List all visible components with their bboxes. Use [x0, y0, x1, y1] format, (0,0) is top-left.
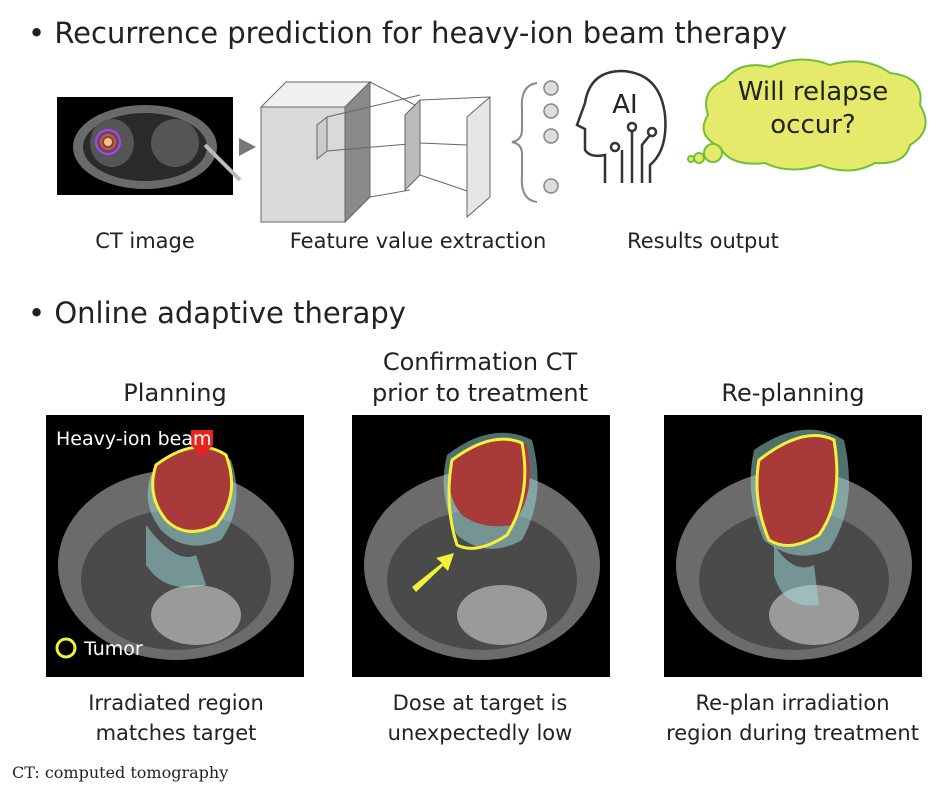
caption-line1: Dose at target is [392, 691, 568, 715]
feature-extraction-cube [259, 80, 491, 224]
arrow-right-icon [239, 138, 256, 156]
caption-line2: region during treatment [666, 721, 919, 745]
ct-panel-replanning [664, 415, 922, 677]
ai-head-icon [575, 69, 667, 183]
beam-arrow-icon [191, 430, 213, 457]
bubble-text-line1: Will relapse [738, 77, 888, 107]
output-nodes [543, 80, 559, 194]
footnote: CT: computed tomography [12, 763, 229, 782]
caption-line1: Re-plan irradiation [695, 691, 890, 715]
label-results-output: Results output [627, 229, 779, 253]
ct-thumbnail-image [57, 97, 242, 195]
ai-label: AI [612, 90, 637, 120]
label-ct-image: CT image [95, 229, 195, 253]
panel-header-confirmation: Confirmation CT prior to treatment [330, 347, 630, 409]
tumor-legend-icon [55, 637, 77, 659]
bubble-text-line2: occur? [770, 110, 855, 140]
caption-line2: matches target [95, 721, 257, 745]
header-line1: Confirmation CT [382, 348, 578, 376]
tumor-legend-label: Tumor [83, 638, 143, 660]
caption-line2: unexpectedly low [387, 721, 573, 745]
caption-planning: Irradiated region matches target [36, 688, 316, 748]
panel-header-planning: Planning [123, 379, 227, 407]
caption-replanning: Re-plan irradiation region during treatm… [650, 688, 935, 748]
beam-label: Heavy-ion beam [56, 428, 212, 450]
section-title-recurrence: • Recurrence prediction for heavy-ion be… [28, 16, 788, 50]
label-feature-extraction: Feature value extraction [289, 229, 547, 253]
panel-header-replanning: Re-planning [721, 379, 865, 407]
ct-panel-confirmation [352, 415, 610, 677]
section-title-adaptive: • Online adaptive therapy [28, 296, 406, 330]
ct-panel-planning: Heavy-ion beam Tumor [46, 415, 304, 677]
low-dose-arrow-icon [412, 553, 454, 592]
brace-icon [511, 82, 538, 203]
caption-confirmation: Dose at target is unexpectedly low [340, 688, 620, 748]
caption-line1: Irradiated region [88, 691, 264, 715]
recurrence-diagram: AI Will relapse occur? [57, 58, 927, 224]
header-line2: prior to treatment [371, 379, 589, 407]
thought-bubble [687, 58, 927, 172]
